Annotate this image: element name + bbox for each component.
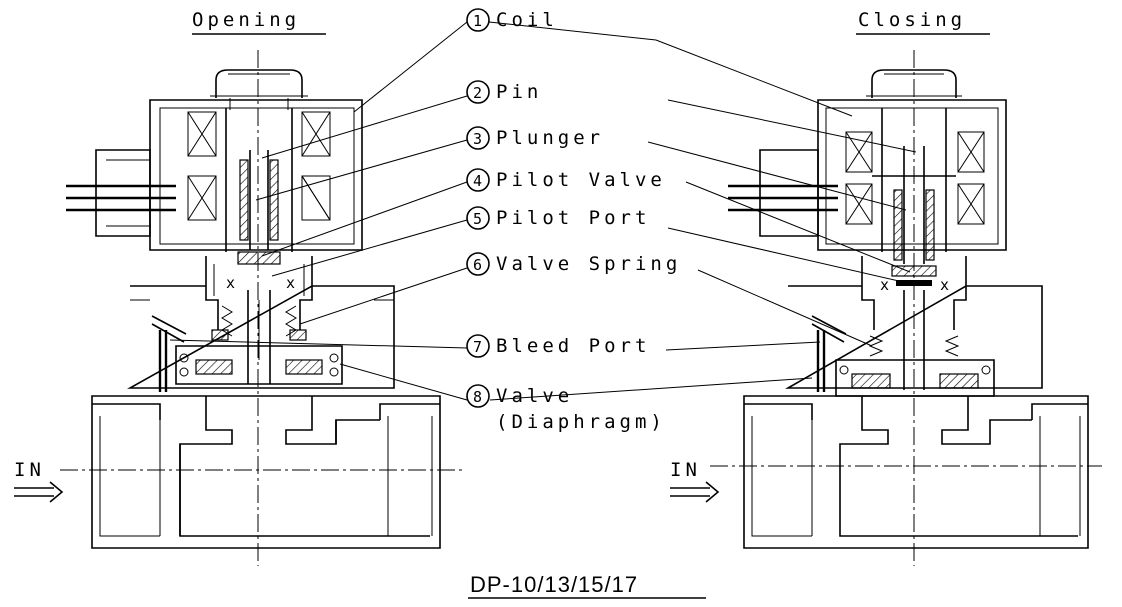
svg-text:Pilot Port: Pilot Port — [496, 207, 650, 229]
svg-text:Pilot Valve: Pilot Valve — [496, 169, 666, 191]
svg-text:Plunger: Plunger — [496, 127, 604, 149]
svg-text:x: x — [880, 276, 889, 294]
part-label-7: 7 Bleed Port — [466, 334, 650, 358]
svg-text:Coil: Coil — [496, 9, 558, 31]
svg-text:5: 5 — [473, 210, 482, 228]
header-closing: Closing — [858, 9, 966, 31]
leader-lines — [169, 21, 917, 401]
svg-text:Valve Spring: Valve Spring — [496, 253, 681, 275]
svg-text:4: 4 — [473, 172, 482, 190]
part-number-circle — [466, 8, 490, 32]
svg-text:2: 2 — [473, 84, 482, 102]
svg-text:Pin: Pin — [496, 81, 542, 103]
svg-text:3: 3 — [473, 130, 482, 148]
inlet-label-left: IN — [14, 459, 45, 481]
svg-text:1: 1 — [473, 12, 482, 30]
model-title: DP-10/13/15/17 — [470, 572, 638, 597]
header-opening: Opening — [192, 9, 300, 31]
part-label-2: 2 Pin — [466, 80, 542, 104]
svg-text:x: x — [226, 274, 235, 292]
inlet-arrow-right-icon — [670, 481, 720, 503]
inlet-label-right: IN — [670, 459, 701, 481]
svg-text:Valve: Valve — [496, 385, 573, 407]
part-label-8: 8 Valve (Diaphragm) — [466, 384, 666, 433]
svg-text:x: x — [286, 274, 295, 292]
svg-text:8: 8 — [473, 388, 482, 406]
inlet-arrow-left-icon — [14, 481, 64, 503]
svg-text:(Diaphragm): (Diaphragm) — [496, 411, 666, 433]
svg-text:7: 7 — [473, 338, 482, 356]
svg-text:x: x — [940, 276, 949, 294]
part-label-5: 5 Pilot Port — [466, 206, 650, 230]
part-label-6: 6 Valve Spring — [466, 252, 681, 276]
part-label-4: 4 Pilot Valve — [466, 168, 666, 192]
svg-text:6: 6 — [473, 256, 482, 274]
svg-text:Bleed Port: Bleed Port — [496, 335, 650, 357]
part-label-1: 1 Coil — [466, 8, 558, 32]
part-label-3: 3 Plunger — [466, 126, 604, 150]
